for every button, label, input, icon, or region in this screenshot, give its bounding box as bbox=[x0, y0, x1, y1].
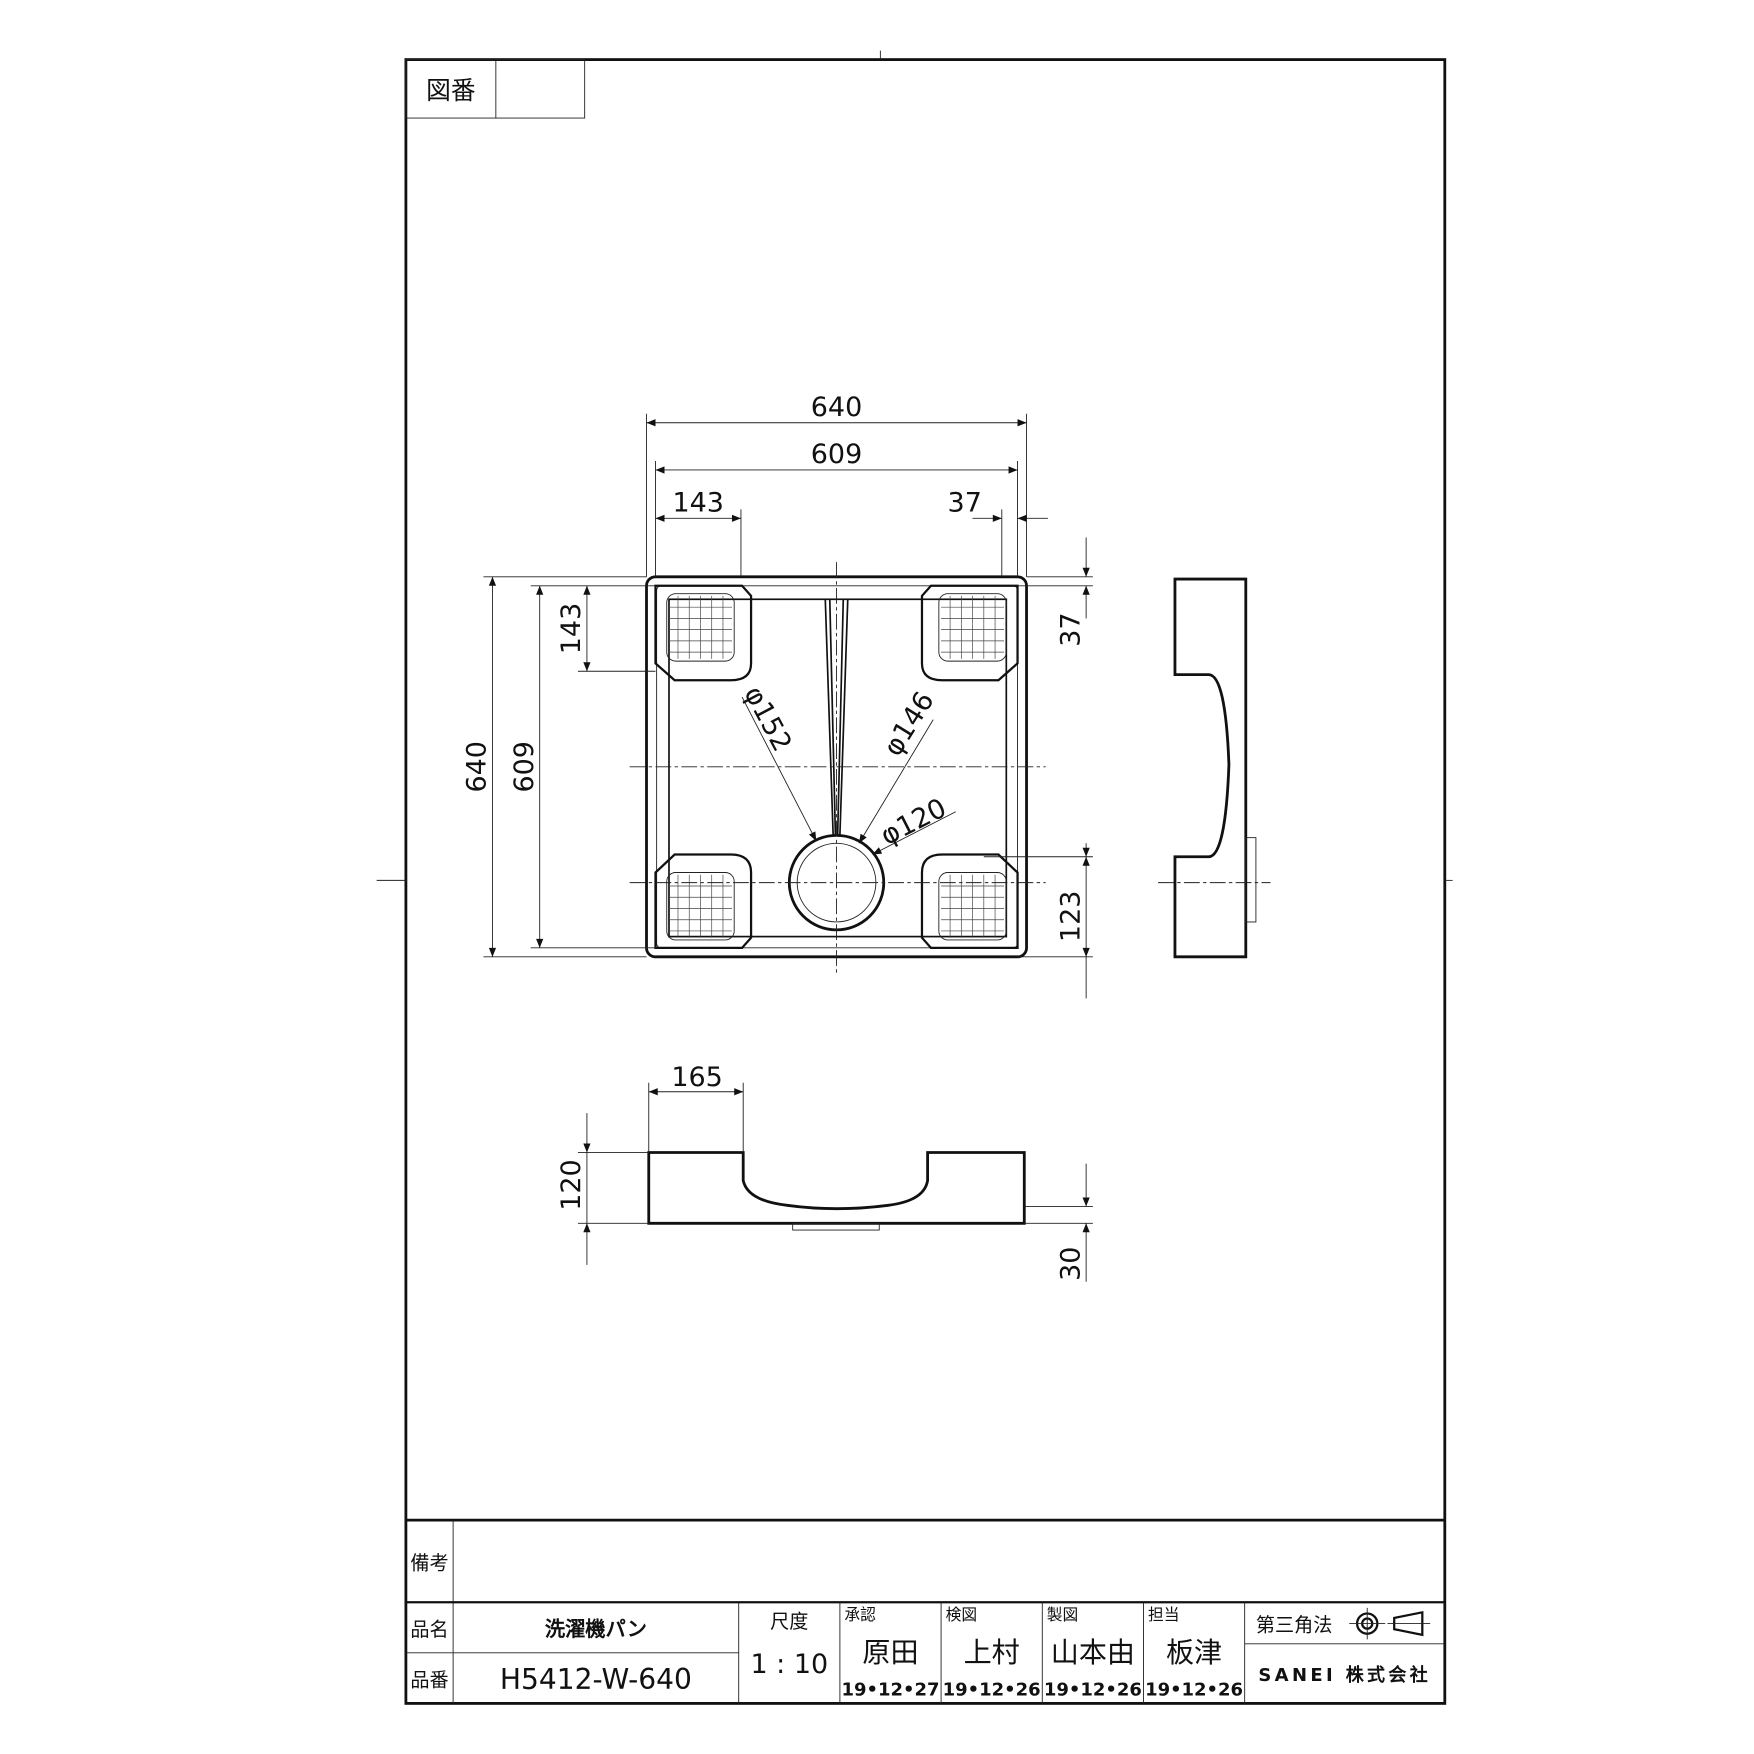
dim-overall-width: 640 bbox=[811, 392, 862, 423]
product-number: H5412-W-640 bbox=[500, 1663, 692, 1696]
number-label: 品番 bbox=[410, 1669, 448, 1692]
approval-label: 承認 bbox=[844, 1605, 876, 1624]
dim-drain-height: 30 bbox=[1055, 1247, 1086, 1281]
dim-height: 120 bbox=[556, 1159, 587, 1210]
check-label: 検図 bbox=[946, 1605, 977, 1624]
drafting-date: 19•12•26 bbox=[1044, 1680, 1142, 1701]
dim-pad-width: 143 bbox=[672, 488, 723, 519]
plan-dimensions: 640 609 143 37 640 609 143 37 123 φ152 φ… bbox=[462, 392, 1093, 999]
charge-label: 担当 bbox=[1148, 1605, 1179, 1624]
corner-pad bbox=[654, 584, 753, 682]
name-label: 品名 bbox=[410, 1618, 448, 1641]
projection-method: 第三角法 bbox=[1256, 1613, 1332, 1636]
dim-inner-width: 609 bbox=[811, 439, 862, 470]
dim-pad-depth: 143 bbox=[556, 603, 587, 654]
check-name: 上村 bbox=[964, 1636, 1020, 1669]
dim-drain-offset: 123 bbox=[1055, 891, 1086, 942]
side-view bbox=[1158, 577, 1271, 959]
dim-165: 165 bbox=[671, 1062, 722, 1093]
drafting-label: 製図 bbox=[1047, 1605, 1078, 1624]
dim-inner-depth: 609 bbox=[509, 741, 540, 792]
approval-date: 19•12•27 bbox=[841, 1680, 939, 1701]
third-angle-projection-icon bbox=[1349, 1607, 1431, 1640]
corner-pad bbox=[920, 853, 1019, 949]
charge-name: 板津 bbox=[1166, 1636, 1222, 1669]
drawing-number-label: 図番 bbox=[426, 76, 475, 105]
pad-grid bbox=[668, 595, 1005, 938]
check-date: 19•12•26 bbox=[943, 1680, 1041, 1701]
front-view: 165 120 30 bbox=[556, 1062, 1093, 1282]
remarks-label: 備考 bbox=[410, 1552, 448, 1575]
corner-pad bbox=[920, 584, 1019, 682]
plan-view bbox=[629, 562, 1046, 973]
drawing-frame bbox=[376, 50, 1453, 1705]
corner-pad bbox=[654, 853, 753, 949]
drafting-name: 山本由 bbox=[1051, 1636, 1135, 1669]
charge-date: 19•12•26 bbox=[1145, 1680, 1243, 1701]
drawing-number-box: 図番 bbox=[405, 59, 586, 119]
dim-top-offset: 37 bbox=[1055, 612, 1086, 646]
dim-overall-depth: 640 bbox=[462, 741, 493, 792]
approval-name: 原田 bbox=[862, 1636, 918, 1669]
title-block: 備考 品名 洗濯機パン 品番 H5412-W-640 尺度 1 : 10 承認 … bbox=[405, 1518, 1445, 1704]
company-name: SANEI 株式会社 bbox=[1258, 1664, 1431, 1686]
dim-right-offset: 37 bbox=[948, 488, 982, 519]
drain-rib bbox=[824, 599, 849, 836]
product-name: 洗濯機パン bbox=[545, 1617, 647, 1641]
dim-dia-152: φ152 bbox=[738, 681, 798, 757]
dim-dia-146: φ146 bbox=[878, 686, 941, 761]
scale-label: 尺度 bbox=[770, 1610, 808, 1633]
scale-value: 1 : 10 bbox=[750, 1649, 828, 1680]
dim-dia-120: φ120 bbox=[876, 793, 952, 852]
